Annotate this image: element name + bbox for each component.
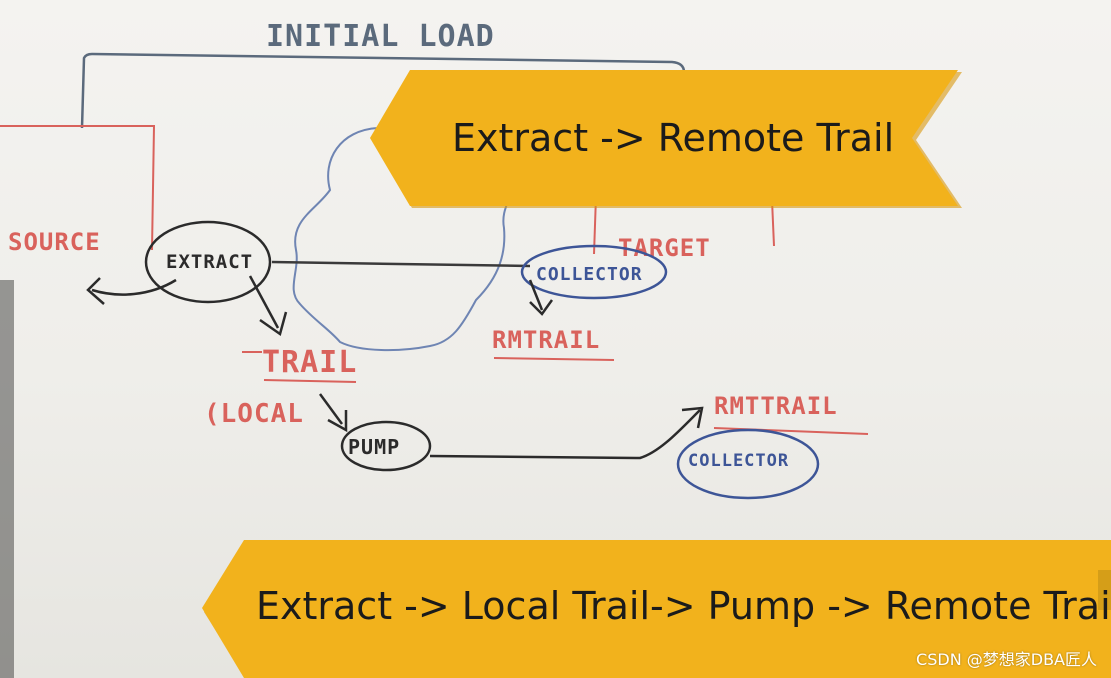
collector-top-node bbox=[520, 244, 668, 300]
banner-top-text: Extract -> Remote Trail bbox=[452, 116, 895, 160]
collector-bottom-node bbox=[676, 428, 820, 500]
initial-load-label: INITIAL LOAD bbox=[266, 19, 495, 54]
initial-load-line bbox=[80, 52, 688, 129]
extract-capture-arrow bbox=[91, 278, 177, 296]
extract-to-collector-line bbox=[271, 260, 531, 268]
collector-top-label: COLLECTOR bbox=[536, 264, 643, 285]
extract-capture-arrowhead bbox=[86, 277, 105, 305]
extract-to-trail-arrowhead bbox=[259, 311, 288, 337]
board-corner-detail bbox=[1098, 570, 1111, 610]
trail-label: TRAIL bbox=[262, 345, 357, 380]
csdn-watermark: CSDN @梦想家DBA匠人 bbox=[916, 650, 1097, 669]
trail-to-pump-arrow bbox=[318, 393, 344, 425]
collector-to-rmtrail-arrow bbox=[528, 279, 544, 311]
extract-to-trail-arrow bbox=[248, 275, 280, 329]
rmtrail-top-underline bbox=[493, 357, 615, 361]
source-boundary bbox=[0, 125, 156, 251]
source-label: SOURCE bbox=[8, 228, 101, 256]
collector-bottom-label: COLLECTOR bbox=[688, 451, 789, 471]
board-left-edge bbox=[0, 280, 14, 678]
banner-top-shape bbox=[370, 70, 958, 206]
trail-underline bbox=[242, 351, 357, 383]
rmtrail-top-label: RMTRAIL bbox=[492, 326, 600, 354]
pump-label: PUMP bbox=[348, 435, 400, 459]
target-label: TARGET bbox=[618, 234, 711, 262]
rmttrail-bottom-label: RMTTRAIL bbox=[714, 392, 838, 420]
pump-to-rmttrail-line bbox=[429, 409, 701, 460]
banner-bottom-text: Extract -> Local Trail-> Pump -> Remote … bbox=[256, 584, 1111, 628]
trail-to-pump-arrowhead bbox=[327, 410, 348, 433]
local-label: (LOCAL bbox=[204, 399, 304, 429]
collector-to-rmtrail-arrowhead bbox=[529, 299, 554, 316]
pump-to-rmttrail-arrowhead bbox=[681, 406, 704, 429]
pump-node bbox=[340, 420, 432, 472]
extract-label: EXTRACT bbox=[166, 251, 253, 273]
extract-node bbox=[144, 220, 272, 304]
banner-bottom-shape bbox=[202, 540, 1111, 678]
